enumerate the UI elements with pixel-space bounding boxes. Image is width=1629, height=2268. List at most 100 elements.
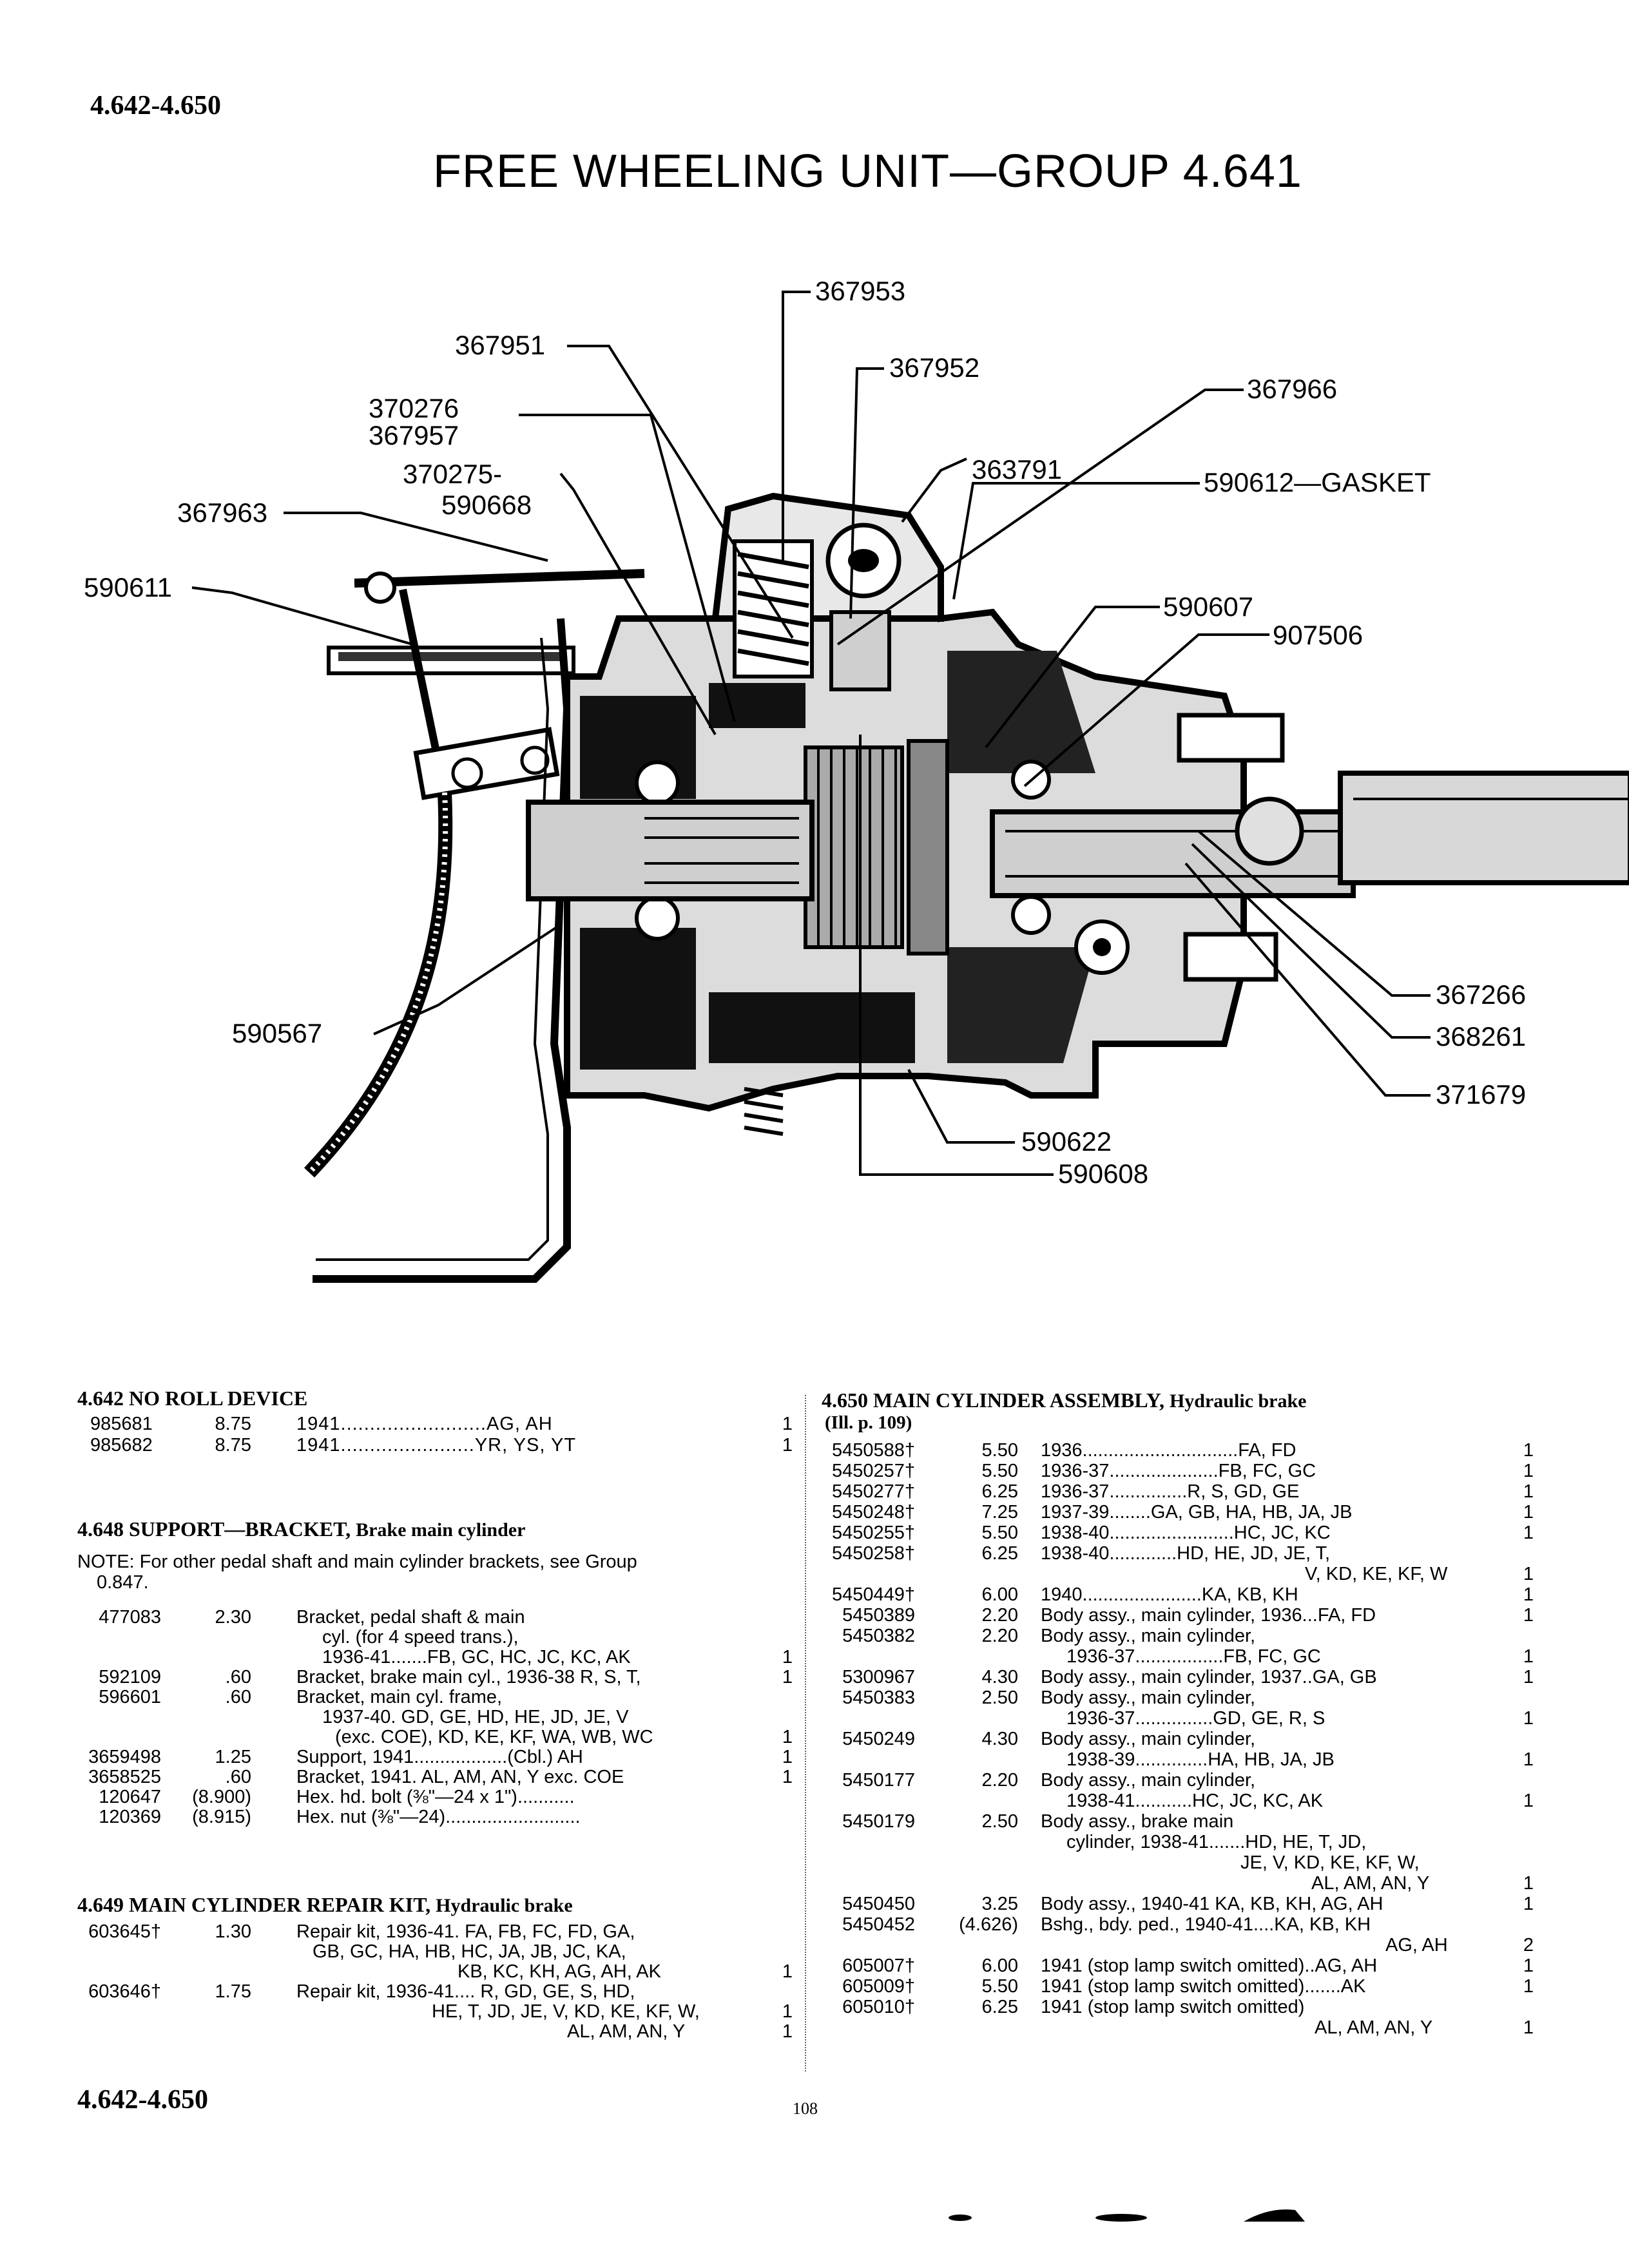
part-number: 985681 [90,1414,153,1434]
part-description: 1938-39..............HA, HB, JA, JB [1066,1749,1335,1770]
part-description: Bracket, main cyl. frame, [296,1687,503,1707]
part-price: 1.30 [215,1921,251,1942]
part-qty: 2 [1523,1935,1534,1956]
part-price: .60 [225,1767,251,1787]
part-price: 5.50 [981,1976,1018,1997]
callout-label: 907506 [1273,620,1364,650]
part-qty: 1 [1523,1481,1534,1502]
callout-label: 370276 [369,393,459,423]
part-qty: 1 [1523,1894,1534,1914]
free-wheeling-unit-illustration [191,291,1629,1283]
part-price: 6.00 [981,1956,1018,1976]
part-description: JE, V, KD, KE, KF, W, [1240,1852,1420,1873]
part-qty: 1 [782,1727,793,1747]
part-description: Bracket, brake main cyl., 1936-38 R, S, … [296,1667,641,1687]
part-description: Body assy., brake main [1041,1811,1234,1832]
part-qty: 1 [1523,1440,1534,1461]
section-heading-4642: 4.642 NO ROLL DEVICE [77,1387,308,1410]
part-description: Hex. hd. bolt (⅜"—24 x 1")........... [296,1787,575,1807]
section-subtitle: Hydraulic brake [436,1895,573,1916]
part-description: Body assy., main cylinder, [1041,1626,1256,1646]
lever-bracket [354,569,645,800]
part-description: 1936-37.................FB, FC, GC [1066,1646,1321,1667]
part-price: 8.75 [215,1414,251,1434]
part-number: 3658525 [88,1767,161,1787]
part-price: 3.25 [981,1894,1018,1914]
page-header: 4.642-4.650 [90,91,221,120]
part-qty: 1 [782,1961,793,1982]
part-price: .60 [225,1667,251,1687]
part-description: 1936..............................FA, FD [1041,1440,1296,1461]
part-number: 5450248† [831,1502,915,1523]
part-description: KB, KC, KH, AG, AH, AK [458,1961,661,1982]
part-description: Body assy., main cylinder, [1041,1770,1256,1791]
callout-label: 367952 [889,352,980,383]
part-number: 603645† [88,1921,161,1942]
part-price: 4.30 [981,1729,1018,1749]
part-description: 1941 (stop lamp switch omitted).......AK [1041,1976,1366,1997]
part-qty: 1 [782,1647,793,1667]
part-description: 1936-41.......FB, GC, HC, JC, KC, AK [322,1647,631,1667]
part-description: 1941.........................AG, AH [296,1414,553,1434]
part-description: 1936-37...............R, S, GD, GE [1041,1481,1300,1502]
part-qty: 1 [1523,1502,1534,1523]
callout-label: 367963 [177,497,268,528]
callout-label: 367953 [815,276,906,306]
part-price: 2.50 [981,1687,1018,1708]
part-number: 605010† [842,1997,915,2017]
part-price: 2.20 [981,1770,1018,1791]
callout-label: 367266 [1436,979,1527,1010]
part-qty: 1 [1523,1873,1534,1894]
part-description: Body assy., main cylinder, [1041,1687,1256,1708]
part-qty: 1 [782,1667,793,1687]
bottom-spring [744,1087,784,1136]
part-description: 1941.......................YR, YS, YT [296,1435,577,1456]
part-description: 1937-40. GD, GE, HD, HE, JD, JE, V [322,1707,629,1727]
section-title: 4.648 SUPPORT—BRACKET, [77,1517,351,1541]
part-number: 5300967 [842,1667,915,1687]
part-price: 6.25 [981,1543,1018,1564]
part-price: 5.50 [981,1461,1018,1481]
callout-label: 370275- [403,459,503,489]
part-number: 120369 [99,1807,161,1827]
part-description: 1937-39........GA, GB, HA, HB, JA, JB [1041,1502,1353,1523]
part-price: 2.30 [215,1607,251,1628]
section-subtitle: Brake main cylinder [356,1519,526,1541]
part-qty: 1 [1523,1749,1534,1770]
part-description: 1938-41...........HC, JC, KC, AK [1066,1791,1324,1811]
part-qty: 1 [1523,1523,1534,1543]
part-number: 477083 [99,1607,161,1628]
part-price: 1.75 [215,1981,251,2002]
part-number: 5450257† [831,1461,915,1481]
callout-label: 590607 [1163,591,1254,622]
part-qty: 1 [1523,1956,1534,1976]
input-shaft [526,800,815,901]
part-qty: 1 [1523,1646,1534,1667]
part-qty: 1 [1523,1791,1534,1811]
part-qty: 1 [782,1747,793,1767]
part-description: 1938-40........................HC, JC, K… [1041,1523,1331,1543]
part-qty: 1 [1523,1461,1534,1481]
part-number: 5450179 [842,1811,915,1832]
part-description: Hex. nut (⅜"—24)........................… [296,1807,581,1827]
part-price: 2.20 [981,1626,1018,1646]
part-qty: 1 [782,2021,793,2042]
callout-label: 590612—GASKET [1204,467,1431,497]
part-description: Support, 1941..................(Cbl.) AH [296,1747,583,1767]
page-number: 108 [793,2099,818,2118]
section-note: NOTE: For other pedal shaft and main cyl… [77,1552,799,1593]
part-description: cyl. (for 4 speed trans.), [322,1627,519,1648]
part-price: 7.25 [981,1502,1018,1523]
section-heading-4648: 4.648 SUPPORT—BRACKET, Brake main cylind… [77,1517,525,1541]
part-number: 5450383 [842,1687,915,1708]
part-qty: 1 [1523,1564,1534,1584]
leader-lines [191,291,1431,1176]
part-qty: 1 [782,1414,793,1434]
callout-label: 367957 [369,420,459,450]
part-number: 5450588† [831,1440,915,1461]
part-description: Body assy., main cylinder, 1936...FA, FD [1041,1605,1376,1626]
part-qty: 1 [1523,1584,1534,1605]
part-description: 1938-40.............HD, HE, JD, JE, T, [1041,1543,1331,1564]
part-number: 5450450 [842,1894,915,1914]
speedometer-gear [1074,919,1130,975]
